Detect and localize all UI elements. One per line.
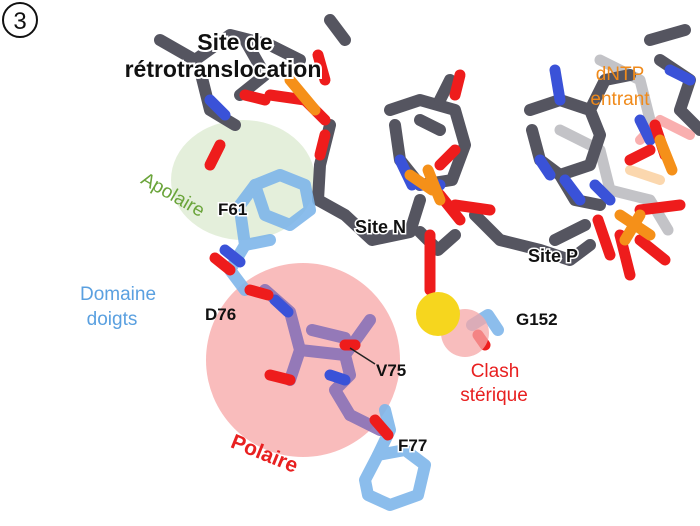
f61-label: F61 [218,200,247,219]
v75-label: V75 [376,361,406,380]
panel-number: 3 [13,8,26,35]
protein-oxygen-bonds [209,252,491,441]
site-p-label: Site P [528,246,578,266]
protein-nitrogen-bonds [219,244,351,386]
phosphate-bonds [284,74,678,246]
clash-line2: stérique [460,385,528,406]
domaine-line2: doigts [87,309,138,330]
domaine-label: Domaine doigts [80,284,156,330]
g152-label: G152 [516,310,558,329]
clash-atom [416,292,460,336]
domaine-line1: Domaine [80,284,156,305]
site-n-label: Site N [355,217,406,237]
ligand-bonds [259,284,386,436]
f77-label: F77 [398,436,427,455]
dntp-line2: entrant [590,89,650,110]
dntp-line1: dNTP [596,64,645,85]
d76-label: D76 [205,305,236,324]
site-retro-line2: rétrotranslocation [125,56,322,82]
clash-line1: Clash [471,361,520,382]
dntp-label: dNTP entrant [590,64,650,110]
protein-bonds [224,169,504,511]
v75-leader [349,347,376,365]
apolar-zone [171,120,315,240]
oxygen-bonds [204,49,686,296]
site-retro-line1: Site de [197,29,272,55]
site-retro-label: Site de rétrotranslocation [123,27,324,84]
clash-label: Clash stérique [460,361,528,406]
panel-number-circle [2,2,38,38]
